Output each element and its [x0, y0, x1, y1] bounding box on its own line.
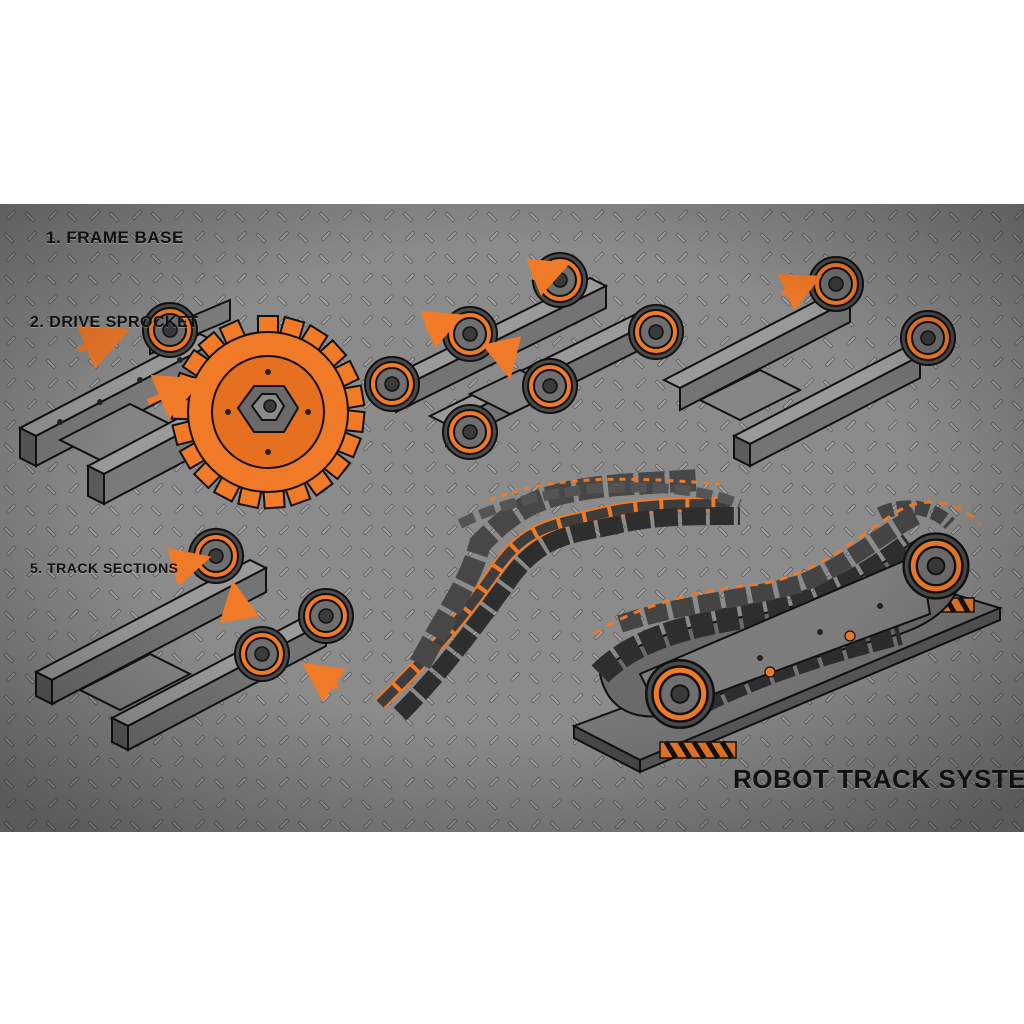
track-sections-label: 5. TRACK SECTIONS — [30, 560, 179, 576]
drive-sprocket-label: 2. DRIVE SPROCKET — [30, 314, 199, 331]
frame-base-label: 1. FRAME BASE — [46, 228, 184, 247]
diagram-title: ROBOT TRACK SYSTEM — [733, 764, 1024, 794]
robot-track-diagram — [0, 204, 1024, 832]
diagram-panel: 1. FRAME BASE 2. DRIVE SPROCKET 5. TRACK… — [0, 204, 1024, 832]
vignette-overlay — [0, 204, 1024, 832]
